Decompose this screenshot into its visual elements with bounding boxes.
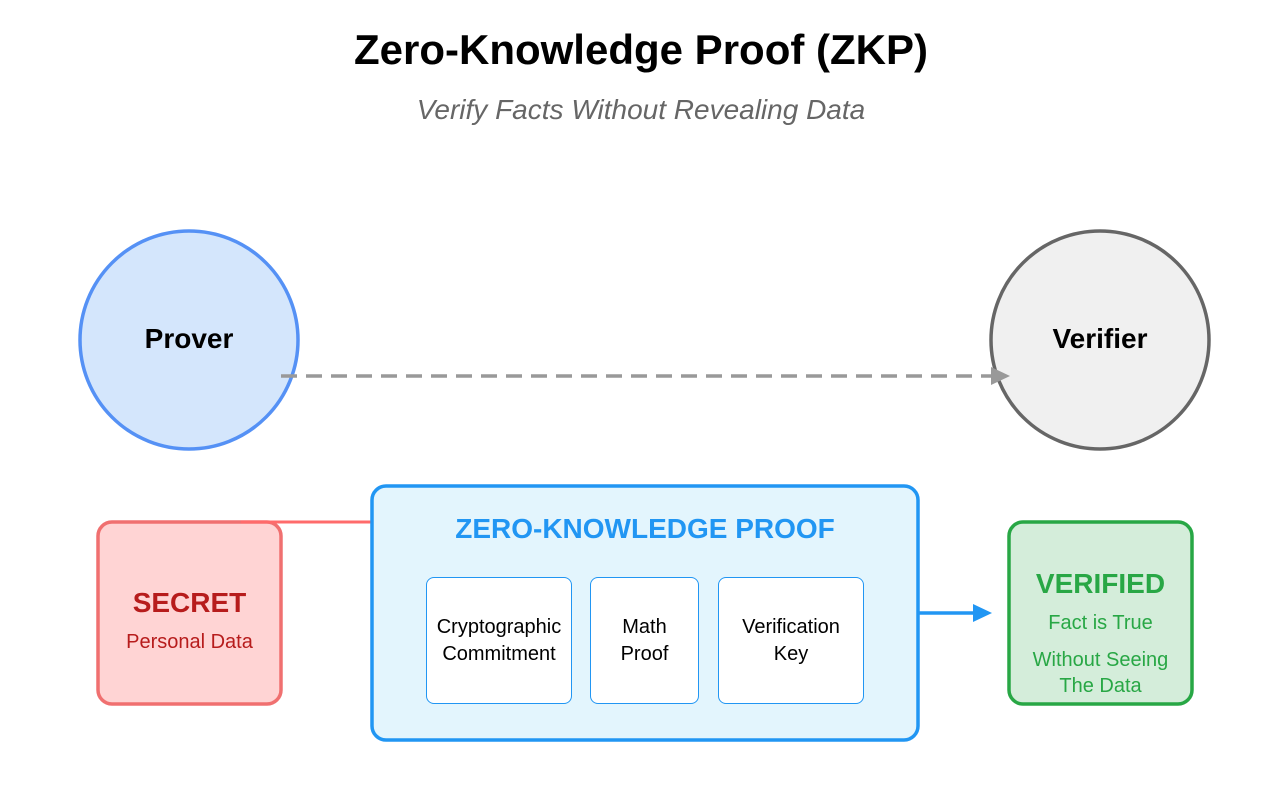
component-verification-key[interactable]: Verification Key <box>718 577 864 704</box>
verifier-label: Verifier <box>1052 323 1148 354</box>
verified-line-1: Fact is True <box>1048 612 1153 634</box>
page-subtitle: Verify Facts Without Revealing Data <box>416 94 866 125</box>
component-cryptographic-commitment-label: Cryptographic Commitment <box>436 615 562 665</box>
verified-line-2: Without Seeing The Data <box>1032 649 1169 697</box>
component-math-proof-label: Math Proof <box>620 615 669 665</box>
component-verification-key-label: Verification Key <box>742 615 840 665</box>
verified-node[interactable] <box>1007 520 1194 706</box>
verifier-node[interactable] <box>989 229 1211 451</box>
prover-node[interactable] <box>78 229 300 451</box>
secret-title: SECRET <box>132 587 247 618</box>
zkp-to-verified-arrowhead <box>973 604 992 622</box>
secret-subtitle: Personal Data <box>126 631 253 653</box>
component-math-proof[interactable]: Math Proof <box>590 577 699 704</box>
verified-title: VERIFIED <box>1035 568 1166 599</box>
prover-to-verifier-arrowhead <box>991 367 1010 385</box>
prover-label: Prover <box>144 323 234 354</box>
zkp-title: ZERO-KNOWLEDGE PROOF <box>455 513 835 544</box>
secret-node[interactable] <box>96 520 283 706</box>
page-title: Zero-Knowledge Proof (ZKP) <box>354 26 928 73</box>
component-cryptographic-commitment[interactable]: Cryptographic Commitment <box>426 577 572 704</box>
